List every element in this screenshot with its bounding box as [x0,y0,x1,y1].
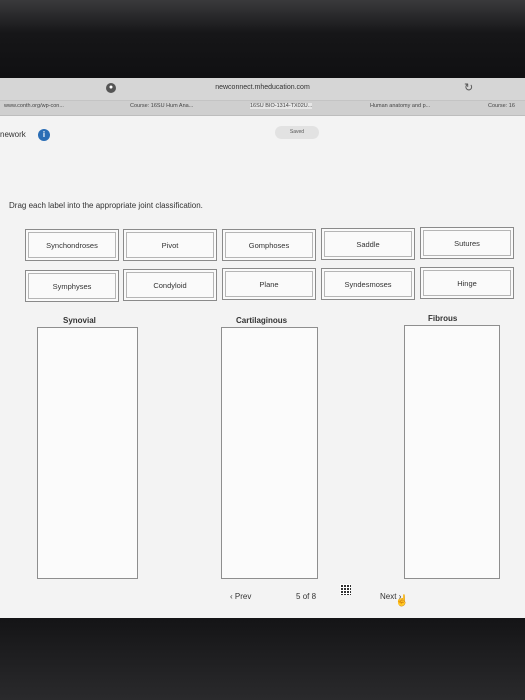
grid-icon[interactable] [340,584,351,595]
browser-titlebar: ● newconnect.mheducation.com ↻ [0,78,525,101]
tab-bar: www.conth.org/wp-con... Course: 16SU Hum… [0,101,525,116]
chevron-right-icon: › [398,592,402,601]
page-indicator[interactable]: 5 of 8 [296,592,317,601]
reload-icon[interactable]: ↻ [464,82,474,94]
label-syndesmoses[interactable]: Syndesmoses [321,268,415,300]
label-symphyses[interactable]: Symphyses [25,270,119,302]
drop-zone-fibrous[interactable] [404,325,500,579]
tab-4[interactable]: Human anatomy and p... [370,103,431,109]
label-condyloid[interactable]: Condyloid [123,269,217,301]
next-button[interactable]: Next › [380,592,402,601]
column-title-fibrous: Fibrous [428,314,458,323]
label-pivot[interactable]: Pivot [123,229,217,261]
tab-2[interactable]: Course: 16SU Hum Ana... [130,103,194,109]
prev-button[interactable]: ‹ Prev [230,592,252,601]
label-gomphoses[interactable]: Gomphoses [222,229,316,261]
label-synchondroses[interactable]: Synchondroses [25,229,119,261]
tab-5[interactable]: Course: 16 [488,103,515,109]
monitor-bezel-top [0,0,525,84]
column-title-synovial: Synovial [63,316,96,325]
site-icon: ● [106,83,116,93]
label-saddle[interactable]: Saddle [321,228,415,260]
page-content: nework i Saved Drag each label into the … [0,116,525,618]
label-sutures[interactable]: Sutures [420,227,514,259]
pointer-hand-icon: ☝ [395,595,409,607]
drop-zone-synovial[interactable] [37,327,138,579]
section-title: nework [0,130,26,139]
tab-1[interactable]: www.conth.org/wp-con... [4,103,64,109]
column-title-cartilaginous: Cartilaginous [236,316,288,325]
chevron-left-icon: ‹ [230,592,233,601]
label-hinge[interactable]: Hinge [420,267,514,299]
drop-zone-cartilaginous[interactable] [221,327,318,579]
label-plane[interactable]: Plane [222,268,316,300]
info-icon[interactable]: i [38,129,50,141]
instruction-text: Drag each label into the appropriate joi… [9,201,203,210]
address-bar[interactable]: newconnect.mheducation.com [215,84,310,91]
saved-status: Saved [275,126,319,139]
monitor-bezel-bottom [0,618,525,700]
tab-3[interactable]: 16SU BIO-1314-TX02U... [250,103,313,109]
